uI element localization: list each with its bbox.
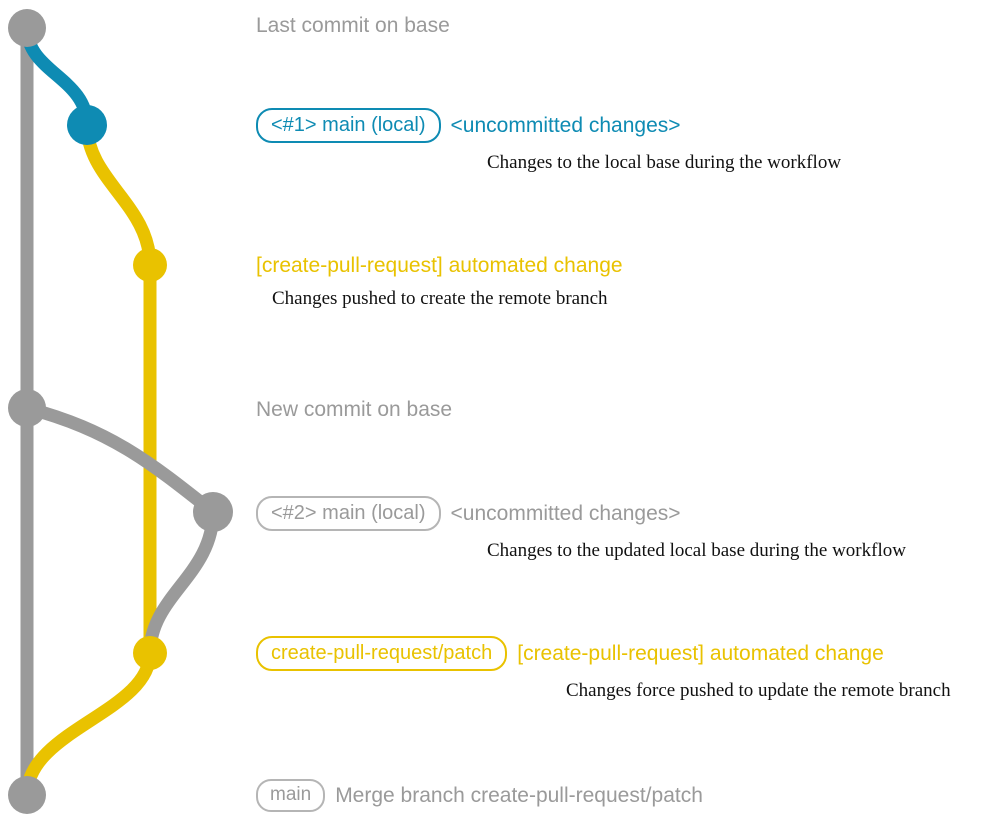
commit-node-local-2[interactable]: [193, 492, 233, 532]
row-merge-commit: main Merge branch create-pull-request/pa…: [256, 779, 703, 812]
annotation-last-commit-on-base: Last commit on base: [256, 14, 450, 38]
row-local-commit-1: <#1> main (local) <uncommitted changes>: [256, 108, 841, 143]
row-automated-change-2: create-pull-request/patch [create-pull-r…: [256, 636, 951, 671]
commit-node-base-top[interactable]: [8, 9, 46, 47]
row-local-commit-2: <#2> main (local) <uncommitted changes>: [256, 496, 906, 531]
patch-merge-line: [20, 646, 157, 802]
annotation-automated-change-2: create-pull-request/patch [create-pull-r…: [256, 636, 951, 702]
commit-node-patch-1[interactable]: [133, 248, 167, 282]
patch-branch-line-1: [80, 118, 157, 660]
branch-pill-main[interactable]: main: [256, 779, 326, 812]
annotation-local-commit-2: <#2> main (local) <uncommitted changes> …: [256, 496, 906, 562]
annotation-merge-commit: main Merge branch create-pull-request/pa…: [256, 779, 703, 812]
description-automated-change-1: Changes pushed to create the remote bran…: [272, 288, 608, 309]
annotation-new-commit-on-base: New commit on base: [256, 398, 452, 422]
commit-node-patch-2[interactable]: [133, 636, 167, 670]
commit-node-base-new[interactable]: [8, 389, 46, 427]
subject-local-commit-1: <uncommitted changes>: [450, 113, 681, 137]
branch-pill-local-1[interactable]: <#1> main (local): [256, 108, 441, 143]
commit-node-local-1[interactable]: [67, 105, 107, 145]
local-branch-line-2: [143, 505, 220, 660]
annotation-local-commit-1: <#1> main (local) <uncommitted changes> …: [256, 108, 841, 174]
subject-automated-change-1: [create-pull-request] automated change: [256, 254, 623, 277]
subject-automated-change-2: [create-pull-request] automated change: [517, 641, 884, 665]
commit-node-base-merge[interactable]: [8, 776, 46, 814]
description-local-commit-1: Changes to the local base during the wor…: [487, 152, 842, 173]
branch-pill-local-2[interactable]: <#2> main (local): [256, 496, 441, 531]
description-local-commit-2: Changes to the updated local base during…: [487, 540, 906, 561]
heading-last-commit-on-base: Last commit on base: [256, 14, 450, 37]
description-automated-change-2: Changes force pushed to update the remot…: [566, 680, 951, 701]
heading-new-commit-on-base: New commit on base: [256, 398, 453, 421]
branch-pill-patch[interactable]: create-pull-request/patch: [256, 636, 508, 671]
base-branch-line-2: [20, 401, 220, 519]
annotation-automated-change-1: [create-pull-request] automated change C…: [256, 254, 623, 310]
subject-merge-commit: Merge branch create-pull-request/patch: [335, 783, 703, 807]
commit-graph: [8, 9, 233, 814]
subject-local-commit-2: <uncommitted changes>: [450, 501, 681, 525]
